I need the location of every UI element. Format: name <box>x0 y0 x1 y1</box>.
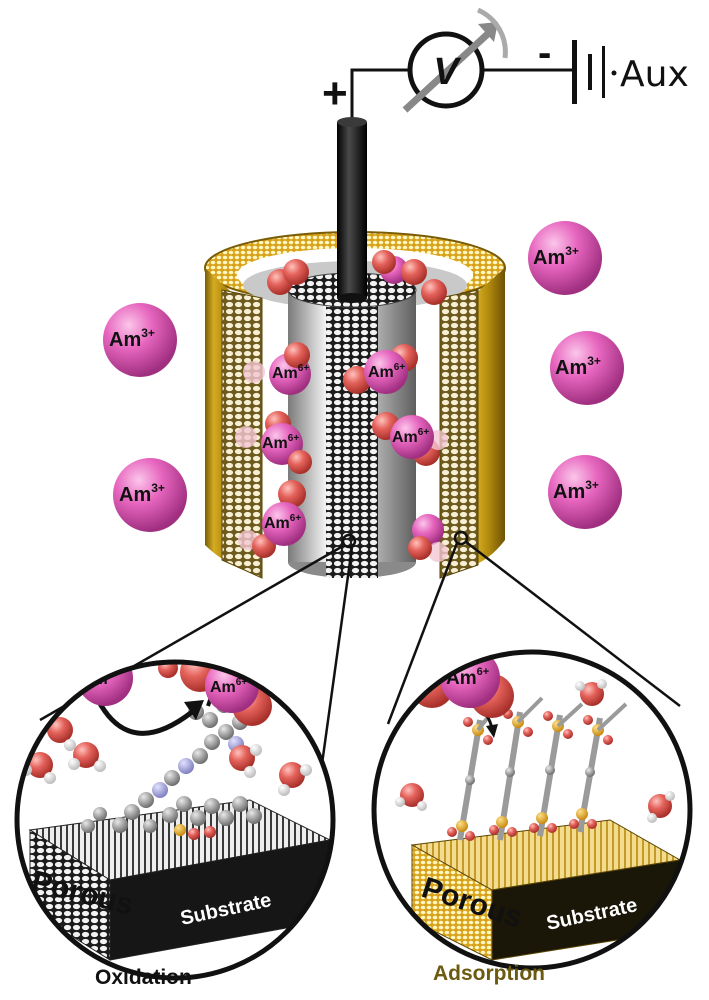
minus-sign: - <box>538 31 551 75</box>
svg-text:Am6+: Am6+ <box>368 362 405 381</box>
am6-ion-charge: 6+ <box>236 677 248 688</box>
callout-point-left <box>341 533 357 549</box>
voltmeter-symbol: V <box>433 51 461 93</box>
am6-ion-label: Am <box>368 364 394 381</box>
voltmeter-variable-arrow <box>402 27 495 113</box>
am3-ion-label: Am <box>555 357 587 379</box>
svg-text:Am6+: Am6+ <box>272 363 309 382</box>
am6-ion-label: Am <box>392 429 418 446</box>
adsorption-inset: Porous Substrate <box>371 649 693 971</box>
am3-ion-label: Am <box>109 329 141 351</box>
am6-ion-5: Am6+ <box>238 480 306 558</box>
am3-ion-label: Am <box>533 247 565 269</box>
callout-point-right <box>453 530 469 546</box>
oxidation-reaction-arrow <box>95 698 194 736</box>
am6-ion-2: Am6+ <box>343 344 418 394</box>
inner-bottom-right-ions <box>408 514 448 562</box>
am6-ion-label: Am <box>272 365 298 382</box>
am6-ion-charge: 6+ <box>394 362 406 373</box>
am3-ion-charge: 3+ <box>585 478 599 492</box>
oxidation-surface-molecules <box>81 697 262 840</box>
oxidation-caption: Oxidation <box>95 966 192 989</box>
voltmeter: V <box>402 7 508 113</box>
circuit-wire-positive <box>350 68 408 122</box>
am3-ion-charge: 3+ <box>151 481 165 495</box>
am6-ion-charge: 6+ <box>288 433 300 444</box>
adsorption-water-molecules <box>395 679 675 823</box>
am6-ion-charge: 6+ <box>418 427 430 438</box>
am6-ion-label: Am <box>262 435 288 452</box>
am3-ion-label: Am <box>119 484 151 506</box>
oxidation-inset: Porous Substrate <box>14 659 336 981</box>
svg-text:Am6+: Am6+ <box>264 513 301 532</box>
am3-ion-label: Am <box>553 481 585 503</box>
am3-ion-charge: 3+ <box>587 354 601 368</box>
outer-electrode-right-cutface <box>439 289 479 579</box>
svg-text:Am6+: Am6+ <box>392 427 429 446</box>
am3-ion-2: Am3+ <box>113 458 187 532</box>
am6-ion-label: Am <box>210 679 236 696</box>
am3-ion-3: Am3+ <box>528 221 602 295</box>
oxidation-water-molecules <box>20 662 312 796</box>
am3-ion-charge: 3+ <box>565 244 579 258</box>
svg-text:Am3+: Am3+ <box>555 354 601 379</box>
adsorption-substrate-slab: Porous Substrate <box>410 819 682 961</box>
inner-electrode-porous-stripe <box>326 290 378 578</box>
oxidation-substrate-slab: Porous Substrate <box>28 799 332 961</box>
adsorption-caption: Adsorption <box>433 962 545 985</box>
porous-cell-assembly: Am6+ Am6+ Am6+ Am6+ Am6+ <box>204 117 506 579</box>
am6-ion-3: Am6+ <box>235 411 312 474</box>
adsorption-surface-molecules <box>447 696 628 841</box>
svg-text:Am3+: Am3+ <box>109 326 155 351</box>
am3-ion-charge: 3+ <box>141 326 155 340</box>
am6-ion-4: Am6+ <box>372 412 448 466</box>
inner-top-ions <box>267 250 447 305</box>
svg-text:Am6+: Am6+ <box>210 677 247 696</box>
battery-symbol <box>572 40 617 104</box>
electrode-rod <box>337 122 367 298</box>
aux-label: Aux <box>620 54 689 95</box>
am6-ion-charge: 6+ <box>298 363 310 374</box>
svg-text:Am3+: Am3+ <box>553 478 599 503</box>
am6-ion-charge: 6+ <box>477 666 490 678</box>
am3-ion-4: Am3+ <box>550 331 624 405</box>
am6-ion-charge: 6+ <box>290 513 302 524</box>
am3-ion-1: Am3+ <box>103 303 177 377</box>
circuit: V + - Aux <box>322 7 689 122</box>
am3-ion-5: Am3+ <box>548 455 622 529</box>
plus-sign: + <box>322 69 348 118</box>
svg-text:Am6+: Am6+ <box>262 433 299 452</box>
svg-text:Am3+: Am3+ <box>119 481 165 506</box>
am6-ion-1: Am6+ <box>243 342 311 395</box>
am6-ion-label: Am <box>264 515 290 532</box>
svg-text:Am3+: Am3+ <box>533 244 579 269</box>
